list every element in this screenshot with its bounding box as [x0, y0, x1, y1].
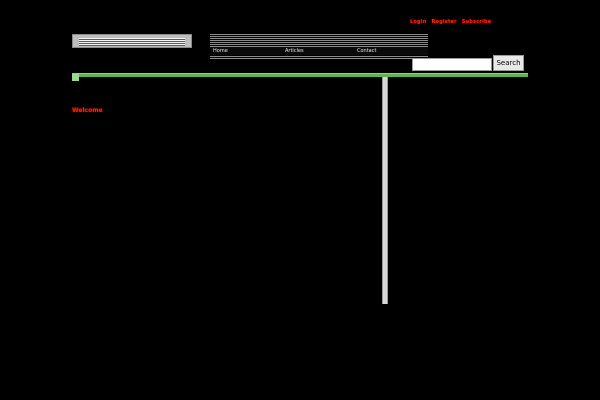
header-rule [72, 73, 528, 77]
column-divider [382, 77, 388, 304]
nav-item-contact[interactable]: Contact [357, 48, 377, 54]
top-links: Login Register Subscribe [410, 16, 528, 28]
nav-item-articles[interactable]: Articles [285, 48, 304, 54]
search-button[interactable]: Search [493, 55, 524, 71]
site-logo[interactable] [72, 34, 192, 48]
nav-item-home[interactable]: Home [213, 48, 228, 54]
login-link[interactable]: Login [410, 19, 427, 25]
search-input[interactable] [412, 58, 492, 71]
subscribe-link[interactable]: Subscribe [461, 19, 492, 25]
nav-row: Home Articles Contact [210, 47, 428, 55]
main-nav: Home Articles Contact [210, 33, 428, 59]
register-link[interactable]: Register [431, 19, 457, 25]
rule-tab [72, 74, 79, 81]
main-heading[interactable]: Welcome [72, 107, 103, 114]
logo-graphic [79, 38, 185, 46]
